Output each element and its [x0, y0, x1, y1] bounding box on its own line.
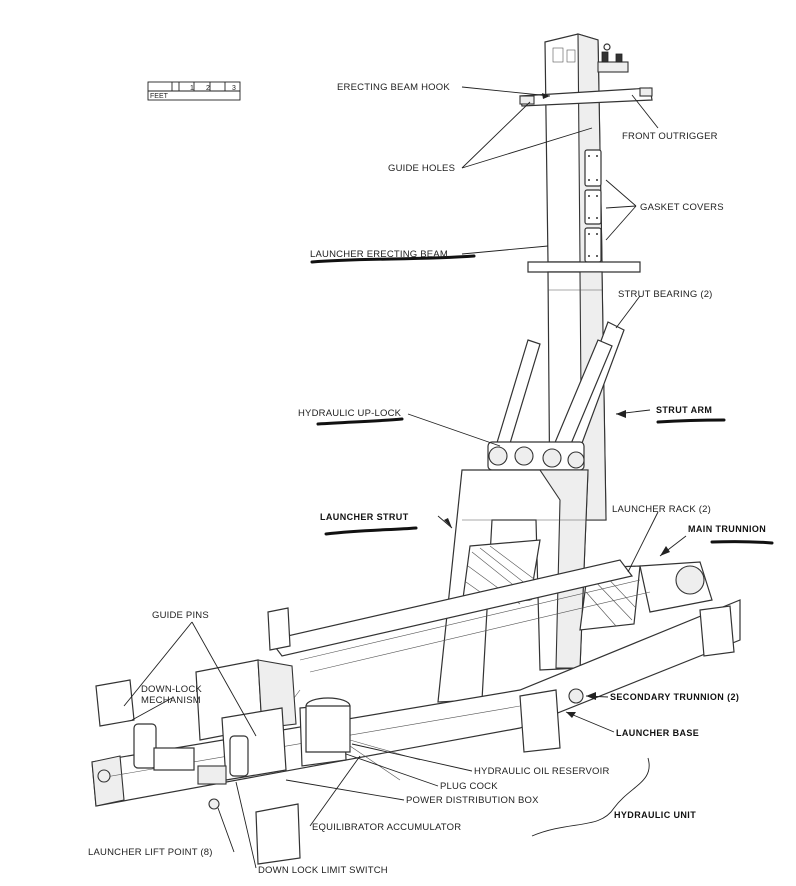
- label-main-trunnion: MAIN TRUNNION: [688, 524, 766, 534]
- label-strut-bearing: STRUT BEARING (2): [618, 289, 713, 300]
- arrowheads: [444, 93, 670, 718]
- scale-bar: FEET 1 2 3: [147, 81, 241, 101]
- highlight-marks: [310, 254, 774, 545]
- scale-tick-2: 2: [206, 85, 210, 92]
- label-hydraulic-oil-reservoir: HYDRAULIC OIL RESERVOIR: [474, 766, 610, 777]
- label-guide-pins: GUIDE PINS: [152, 610, 209, 621]
- label-plug-cock: PLUG COCK: [440, 781, 498, 792]
- scale-tick-1: 1: [190, 85, 194, 92]
- label-secondary-trunnion: SECONDARY TRUNNION (2): [610, 692, 739, 702]
- label-down-lock-line1: DOWN-LOCK: [141, 684, 202, 695]
- label-launcher-strut: LAUNCHER STRUT: [320, 512, 409, 522]
- label-power-distribution-box: POWER DISTRIBUTION BOX: [406, 795, 539, 806]
- label-gasket-covers: GASKET COVERS: [640, 202, 724, 213]
- hydraulic-equipment-drawing: [133, 659, 421, 785]
- label-down-lock-limit-switch: DOWN LOCK LIMIT SWITCH: [258, 865, 388, 876]
- label-erecting-beam-hook: ERECTING BEAM HOOK: [337, 82, 450, 93]
- scale-unit-label: FEET: [150, 93, 169, 100]
- label-equilibrator-accumulator: EQUILIBRATOR ACCUMULATOR: [312, 822, 461, 833]
- label-front-outrigger: FRONT OUTRIGGER: [622, 131, 718, 142]
- label-hydraulic-unit: HYDRAULIC UNIT: [614, 810, 696, 820]
- scale-tick-3: 3: [232, 85, 236, 92]
- label-guide-holes: GUIDE HOLES: [388, 163, 455, 174]
- erecting-beam-drawing: [519, 33, 653, 521]
- labels: ERECTING BEAM HOOK FRONT OUTRIGGER GUIDE…: [88, 82, 766, 876]
- label-down-lock-line2: MECHANISM: [141, 695, 201, 706]
- label-hydraulic-up-lock: HYDRAULIC UP-LOCK: [298, 408, 402, 419]
- label-launcher-lift-point: LAUNCHER LIFT POINT (8): [88, 847, 213, 858]
- label-launcher-erecting-beam: LAUNCHER ERECTING BEAM: [310, 249, 448, 260]
- label-launcher-rack: LAUNCHER RACK (2): [612, 504, 711, 515]
- label-strut-arm: STRUT ARM: [656, 405, 712, 415]
- label-launcher-base: LAUNCHER BASE: [616, 728, 699, 738]
